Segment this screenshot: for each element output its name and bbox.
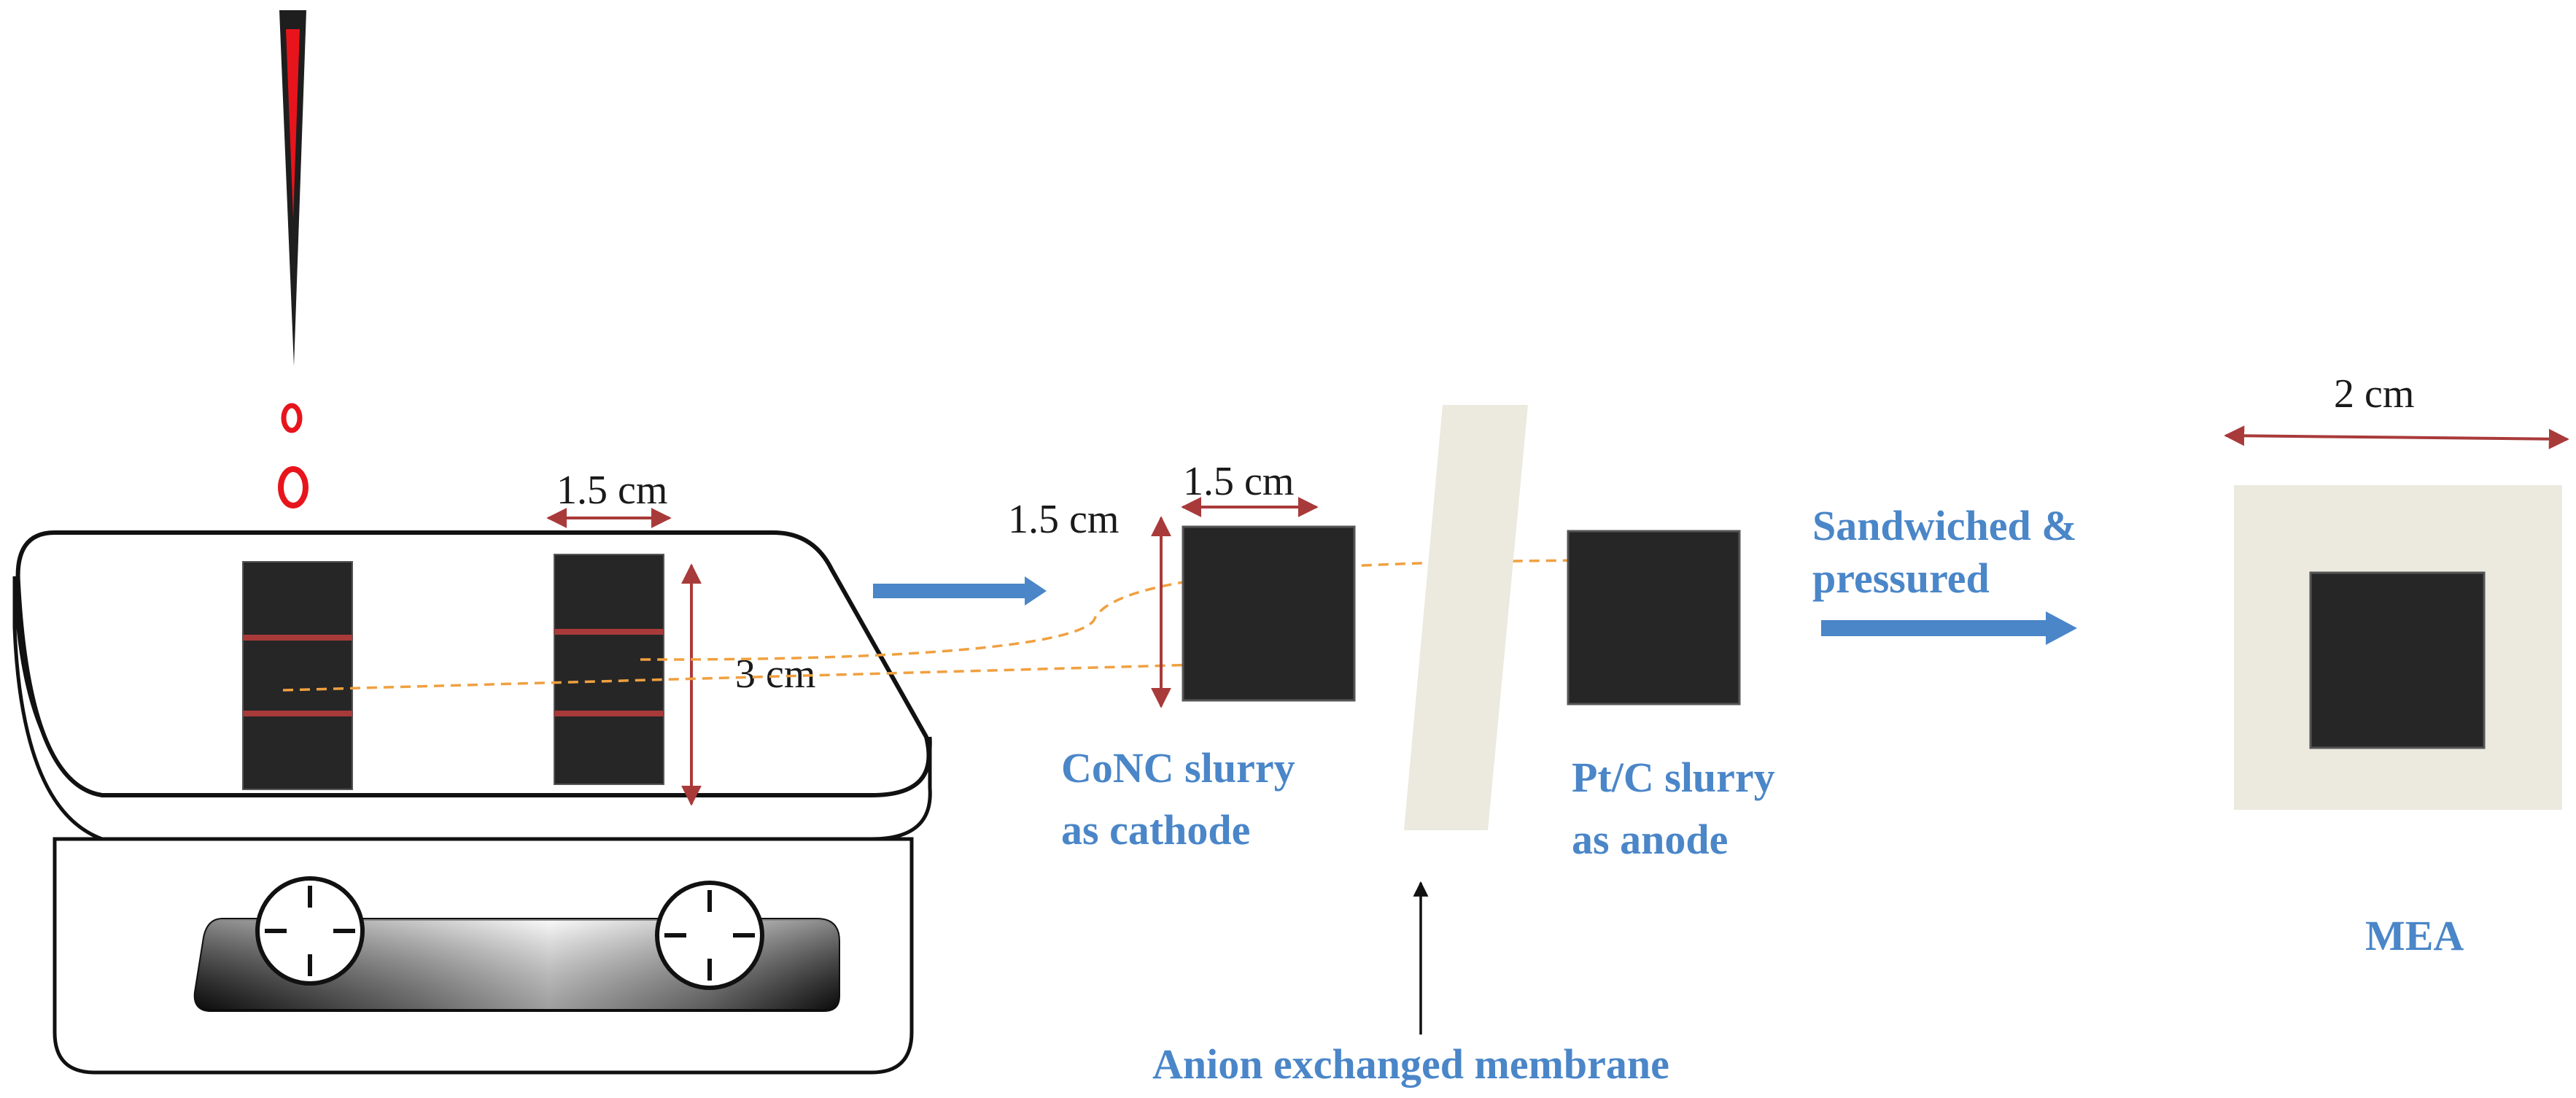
mea-electrode [2309,571,2486,749]
cathode-caption-line1: CoNC slurry [1061,744,1295,792]
hot-plate-width-dimension: 1.5 cm [546,468,672,528]
membrane-caption: Anion exchanged membrane [1152,1040,1669,1088]
cathode-sample [1182,525,1356,702]
mea-caption: MEA [2365,912,2464,959]
hot-plate-width-label: 1.5 cm [556,468,667,513]
anode-caption-line1: Pt/C slurry [1572,754,1775,801]
cathode-height-dimension: 1.5 cm [1008,497,1171,708]
cathode-width-dimension: 1.5 cm [1181,459,1319,517]
droplet-medium-icon [278,466,309,509]
hot-plate-knob-left-icon [255,876,365,986]
step-caption-line1: Sandwiched & [1812,502,2077,549]
anode-sample [1567,530,1741,705]
spray-nozzle-icon [279,10,306,366]
substrate-left [242,561,353,790]
step-caption-line2: pressured [1812,554,1990,602]
mea-width-dimension: 2 cm [2224,371,2569,449]
substrate-right [554,554,664,785]
mea-width-label: 2 cm [2334,371,2414,417]
cathode-width-label: 1.5 cm [1183,459,1294,504]
anode-caption-line2: as anode [1572,816,1728,863]
anion-exchange-membrane [1404,405,1528,830]
step-arrow-1 [873,576,1047,606]
hot-plate-knob-right-icon [655,881,764,990]
cathode-caption-line2: as cathode [1061,806,1250,854]
trace-arrow-to-anode [640,552,1599,661]
droplet-small-icon [281,403,303,433]
cathode-height-label: 1.5 cm [1008,497,1119,542]
trace-arrow-to-cathode [282,655,1280,692]
hot-plate-icon [12,530,932,1075]
step-arrow-2 [1821,611,2077,645]
